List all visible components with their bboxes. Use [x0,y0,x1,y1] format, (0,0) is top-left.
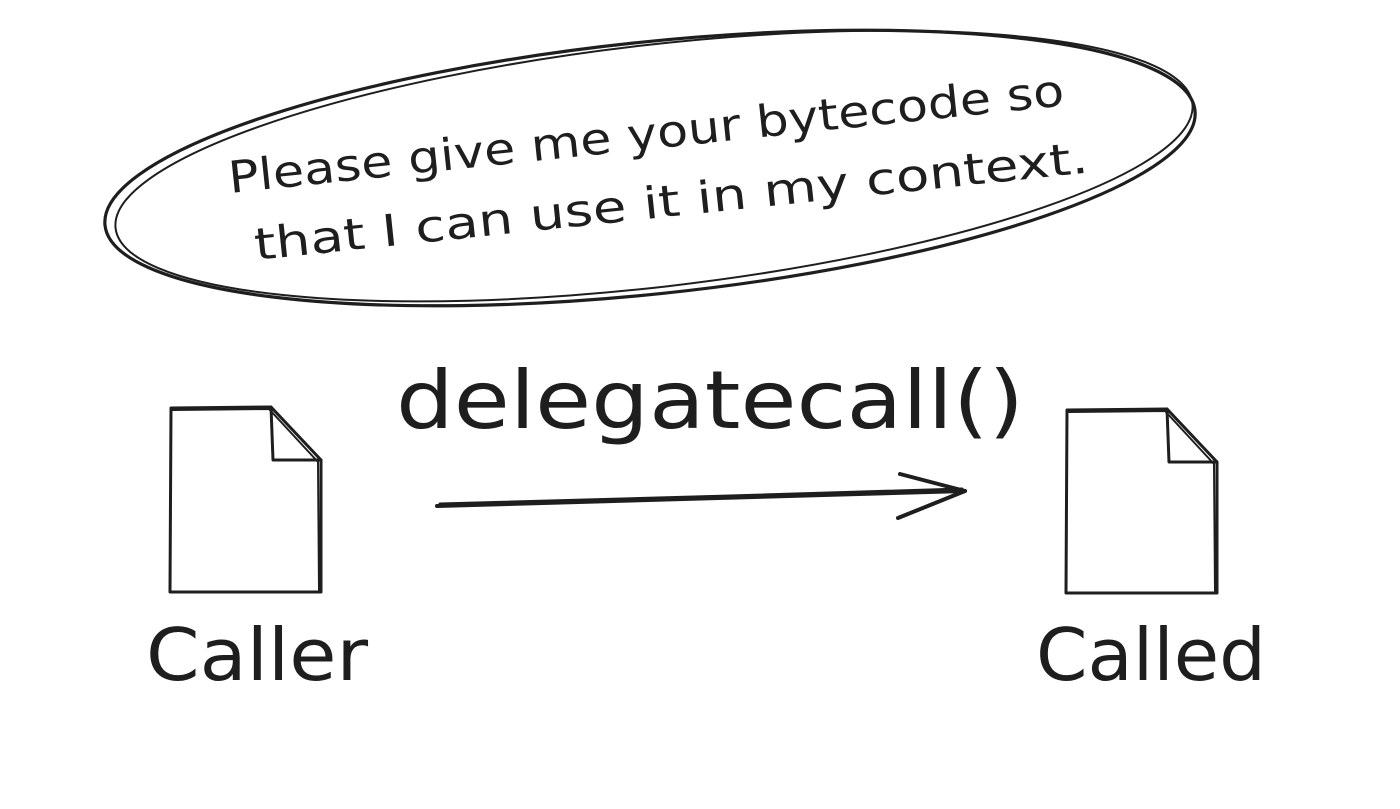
caller-document-icon [168,405,323,594]
speech-bubble: Please give me your bytecode so that I c… [103,28,1197,308]
called-label: Called [1036,613,1266,697]
call-arrow [435,472,967,520]
delegatecall-label: delegatecall() [396,354,1024,447]
called-document-icon [1064,407,1219,595]
caller-label: Caller [146,613,368,697]
